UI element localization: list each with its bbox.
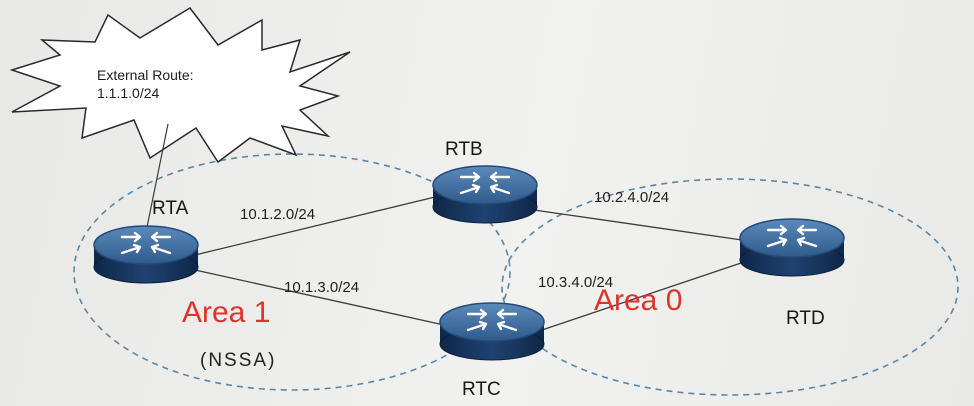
router-label-rta: RTA (152, 198, 189, 219)
link-rtb-rtd (533, 209, 743, 241)
link-rta-rtb (194, 196, 436, 256)
router-rtb-icon[interactable] (431, 164, 539, 225)
cloud-link (145, 123, 169, 233)
link-rta-rtc (194, 269, 445, 326)
router-rta-icon[interactable] (92, 224, 200, 285)
external-route-title: External Route: (97, 67, 194, 83)
link-label-rtb-rtd: 10.2.4.0/24 (594, 189, 669, 206)
router-label-rtb: RTB (445, 139, 483, 160)
link-label-rta-rtb: 10.1.2.0/24 (240, 206, 315, 223)
router-rtd-icon[interactable] (738, 217, 846, 278)
link-label-rtc-rtd: 10.3.4.0/24 (538, 274, 613, 291)
area0-label: Area 0 (594, 284, 682, 317)
router-label-rtd: RTD (786, 308, 825, 329)
area1-label: Area 1 (182, 296, 270, 329)
external-route-cloud (9, 7, 351, 164)
router-label-rtc: RTC (462, 379, 501, 400)
router-rtc-icon[interactable] (438, 301, 546, 362)
area0-boundary (501, 178, 959, 396)
external-route-prefix: 1.1.1.0/24 (97, 85, 159, 101)
link-rtc-rtd (541, 261, 745, 331)
link-label-rta-rtc: 10.1.3.0/24 (284, 279, 359, 296)
area1-type-label: (NSSA) (200, 350, 276, 371)
